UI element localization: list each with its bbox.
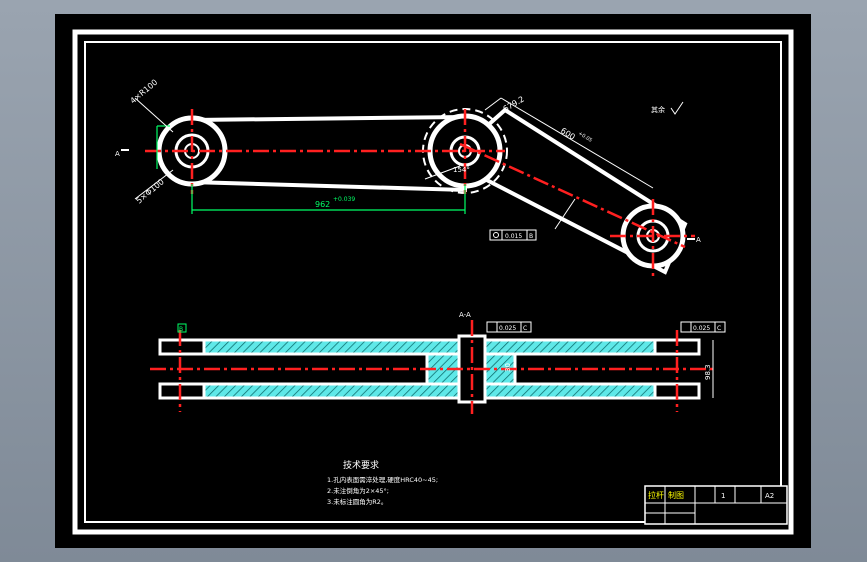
tech-item-2: 2.未注倒角为2×45°; [327,486,389,495]
tech-item-3: 3.未标注圆角为R2。 [327,497,387,506]
drawing-canvas: 4×R100 5×Φ100 962 +0.039 154° 679.2 600 … [72,29,794,535]
dimension-lines [156,125,466,214]
title-cell-d: A2 [765,492,774,500]
section-view: 0.025 C 0.025 C B A-A 30 98.3 [150,311,726,414]
svg-text:0.025: 0.025 [693,325,710,332]
title-cell-a: 拉杆 [648,490,664,500]
tol-frame-left: 0.025 C [486,321,532,333]
dim-hole-left-bottom: 5×Φ100 [135,177,166,205]
title-block: 拉杆 制图 1 A2 [644,485,788,525]
main-link-outline [190,114,467,193]
parallelism-frame: 0.015 B [489,229,537,241]
svg-text:0.015: 0.015 [505,233,522,240]
dim-inner: 30 [504,363,512,372]
section-marker-left: A [115,150,120,158]
cad-viewport[interactable]: 4×R100 5×Φ100 962 +0.039 154° 679.2 600 … [55,14,811,548]
svg-text:0.025: 0.025 [499,325,516,332]
outer-frame [72,29,794,535]
title-cell-c: 1 [721,492,725,500]
tech-item-1: 1.孔内表面需淬处理,硬度HRC40~45; [327,475,438,484]
dim-length-main: 962 [315,200,330,209]
title-cell-b: 制图 [668,490,684,500]
top-flange [202,338,461,356]
white-dimension-lines [134,97,654,230]
bottom-flange [202,382,461,400]
svg-text:B: B [529,233,533,240]
section-center-lines [150,320,715,414]
tech-title: 技术要求 [343,459,379,471]
top-section-marker: A-A [459,311,471,319]
dim-arm-length: 600 [559,126,577,142]
svg-text:C: C [523,325,527,332]
surface-note: 其余 [651,105,665,114]
dim-hole-left-top: 4×R100 [129,78,160,106]
inner-frame [84,41,782,523]
datum-label-left: B [179,326,183,333]
section-marker-right: A [696,236,701,244]
tol-frame-right: 0.025 C [680,321,726,333]
surface-roughness-icon [670,101,684,115]
dim-height: 98.3 [704,364,712,380]
tech-requirements: 技术要求 1.孔内表面需淬处理,硬度HRC40~45; 2.未注倒角为2×45°… [327,459,438,506]
dim-length-main-tol: +0.039 [333,196,355,203]
dim-arm-tol: +0.05 [577,131,593,144]
center-lines [145,109,695,276]
dim-angle: 154° [453,166,470,174]
top-view: 4×R100 5×Φ100 962 +0.039 154° 679.2 600 … [115,78,701,276]
svg-text:C: C [717,325,721,332]
